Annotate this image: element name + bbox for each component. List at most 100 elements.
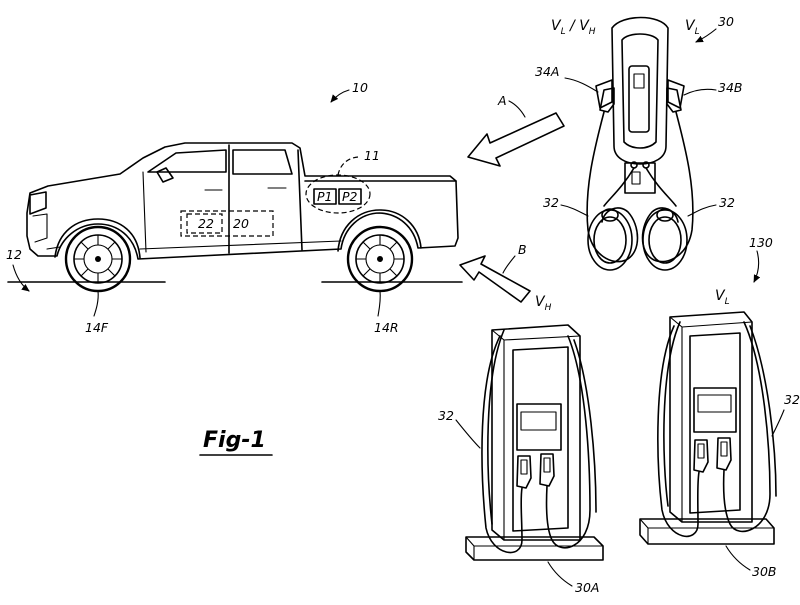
left-connector-label: 34A: [535, 64, 559, 79]
junction-plug: [631, 171, 641, 185]
station-b-cable-left-inner: [663, 321, 681, 507]
station-a-cable-right-inner: [573, 339, 597, 513]
station-b-tower: [669, 311, 753, 523]
charge-port-1-label: P1: [317, 189, 333, 204]
wall-charger: VL / VH VL 30 34A 34B 32 32: [535, 14, 742, 271]
left-cable-coil-inner: [593, 216, 627, 264]
right-holster: [667, 79, 685, 109]
side-mirror: [156, 167, 174, 183]
controller-label: 22: [198, 216, 214, 231]
vehicle-ref-arrow: [330, 89, 350, 103]
right-connector-label: 34B: [718, 80, 742, 95]
vehicle-ref-label: 10: [352, 80, 368, 95]
right-cable-label: 32: [719, 195, 735, 210]
arrow-a-label: A: [497, 93, 507, 108]
front-wheel-leader: [93, 290, 99, 317]
pickup-truck: 22 20 P1 P2 11 10 12 14F 14R: [6, 80, 463, 335]
station-b-frame: [689, 332, 741, 514]
wall-charger-junction: [624, 162, 656, 194]
front-wheel-arch: [54, 218, 141, 259]
rear-door-edge: [297, 149, 303, 251]
region-ref-label: 11: [364, 148, 380, 163]
station-a-connector-left-grip: [520, 459, 528, 475]
station-group-ref-label: 130: [749, 235, 773, 250]
charging-station-30b: VL 32 30B: [639, 288, 800, 579]
station-b-top-edge: [669, 316, 753, 328]
rear-window: [232, 149, 293, 175]
station-a-screen: [520, 411, 557, 431]
station-b-connector-right-grip: [720, 441, 728, 457]
station-b-base-edge: [639, 518, 649, 529]
arrow-b: B: [459, 242, 531, 303]
station-a-base: [465, 536, 604, 561]
station-a-cable-label: 32: [438, 408, 454, 423]
ground-ref-label: 12: [6, 247, 22, 262]
station-a-top-edge: [491, 329, 581, 341]
station-b-ref-label: 30B: [752, 564, 776, 579]
station-b-connector-left-grip: [697, 443, 705, 459]
station-a-voltage: VH: [535, 294, 552, 313]
rear-wheel: [346, 225, 414, 293]
station-a-cable-leader: [455, 419, 481, 449]
left-cable: [586, 111, 639, 263]
wall-charger-ref-arrow: [695, 28, 717, 43]
arrow-a-shape: [467, 112, 565, 167]
right-coil-hook: [656, 208, 674, 222]
front-door-edge: [142, 171, 147, 253]
station-b-base: [639, 518, 775, 545]
right-cable-coil-outer: [642, 209, 688, 271]
truck-body-outline: [26, 142, 459, 260]
left-cable-label: 32: [543, 195, 559, 210]
arrow-b-shape: [459, 255, 531, 303]
station-b-cable-leader: [771, 409, 785, 437]
station-b-cable-right-inner: [749, 325, 777, 497]
left-connector-leader: [564, 77, 599, 93]
station-b-ref-leader: [725, 545, 751, 571]
left-cable-leader: [560, 204, 589, 217]
headlight: [29, 191, 47, 215]
controller-box: [186, 213, 223, 234]
right-connector-gun: [666, 87, 682, 113]
wall-charger-voltage-side: VL: [685, 18, 700, 37]
left-coil-hook: [601, 208, 619, 222]
station-a-cable-left: [481, 335, 523, 554]
wall-charger-face: [621, 33, 659, 149]
wall-charger-housing: [611, 16, 669, 165]
wall-charger-display: [628, 65, 650, 133]
left-holster: [595, 79, 613, 109]
arrow-b-leader: [502, 255, 516, 274]
station-a-ref-leader: [547, 561, 573, 587]
charge-port-1-box: [313, 188, 337, 205]
station-b-cable-right: [722, 321, 771, 533]
wall-charger-voltage: VL / VH: [551, 18, 596, 37]
station-a-ref-label: 30A: [575, 580, 599, 595]
rear-wheel-leader: [377, 290, 381, 317]
ground-ref-arrow: [12, 264, 30, 292]
station-a-panel: [516, 403, 562, 451]
right-cable: [641, 111, 694, 263]
right-connector-leader: [683, 88, 717, 96]
station-a-connector-right-grip: [543, 457, 551, 473]
charge-port-2-box: [338, 188, 362, 205]
station-group-ref-arrow: [753, 250, 761, 283]
station-a-connector-left: [516, 455, 532, 489]
region-leader: [337, 156, 359, 176]
battery-label: 20: [233, 216, 249, 231]
rocker-line: [139, 240, 342, 250]
rear-wheel-label: 14R: [374, 320, 399, 335]
rear-wheel-arch: [337, 209, 422, 252]
figure-title: Fig-1: [203, 428, 266, 453]
left-cable-coil-outer: [587, 209, 633, 271]
station-a-connector-right: [539, 453, 555, 487]
arrow-a-leader: [508, 100, 526, 118]
station-b-voltage: VL: [715, 288, 730, 307]
bumper-line: [46, 246, 61, 250]
station-b-cable-left: [657, 325, 700, 538]
arrow-b-label: B: [518, 242, 527, 257]
station-a-tower: [491, 324, 581, 541]
left-cable-feed: [603, 167, 635, 207]
charge-port-2-label: P2: [342, 189, 358, 204]
right-cable-feed: [645, 167, 677, 207]
